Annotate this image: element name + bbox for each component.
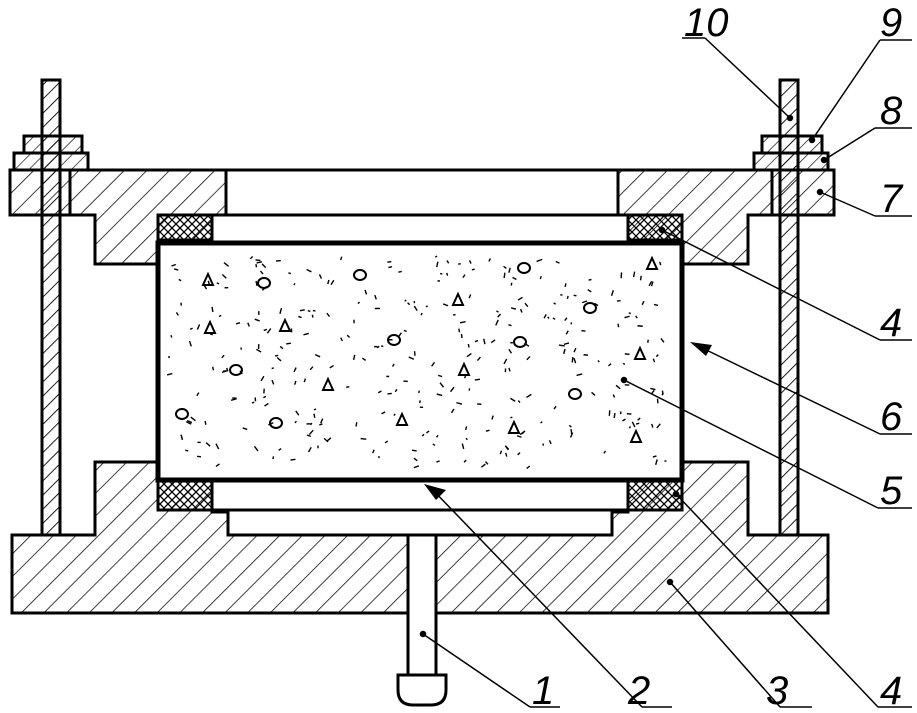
lower-press-step xyxy=(226,508,614,537)
seal-top-left xyxy=(156,213,214,245)
leader-lines xyxy=(419,37,912,708)
label-8: 8 xyxy=(880,89,903,133)
upper-press-plate xyxy=(210,213,630,245)
label-3: 3 xyxy=(766,669,788,713)
label-1: 1 xyxy=(532,669,554,713)
label-2: 2 xyxy=(627,669,650,713)
label-5: 5 xyxy=(880,469,903,513)
arrowhead-2 xyxy=(424,484,446,500)
label-10: 10 xyxy=(684,1,729,45)
arrowhead-6 xyxy=(690,342,712,356)
label-4-top: 4 xyxy=(880,301,902,345)
seal-top-right xyxy=(626,213,684,245)
label-6: 6 xyxy=(880,395,903,439)
concrete-sample-texture xyxy=(166,255,667,470)
plunger-pin xyxy=(396,533,448,707)
sample-shell xyxy=(155,240,685,483)
label-4-bottom: 4 xyxy=(880,669,902,713)
lower-press-plate xyxy=(210,478,630,512)
seal-bottom-left xyxy=(156,478,214,512)
label-7: 7 xyxy=(880,177,904,221)
label-9: 9 xyxy=(880,1,902,45)
